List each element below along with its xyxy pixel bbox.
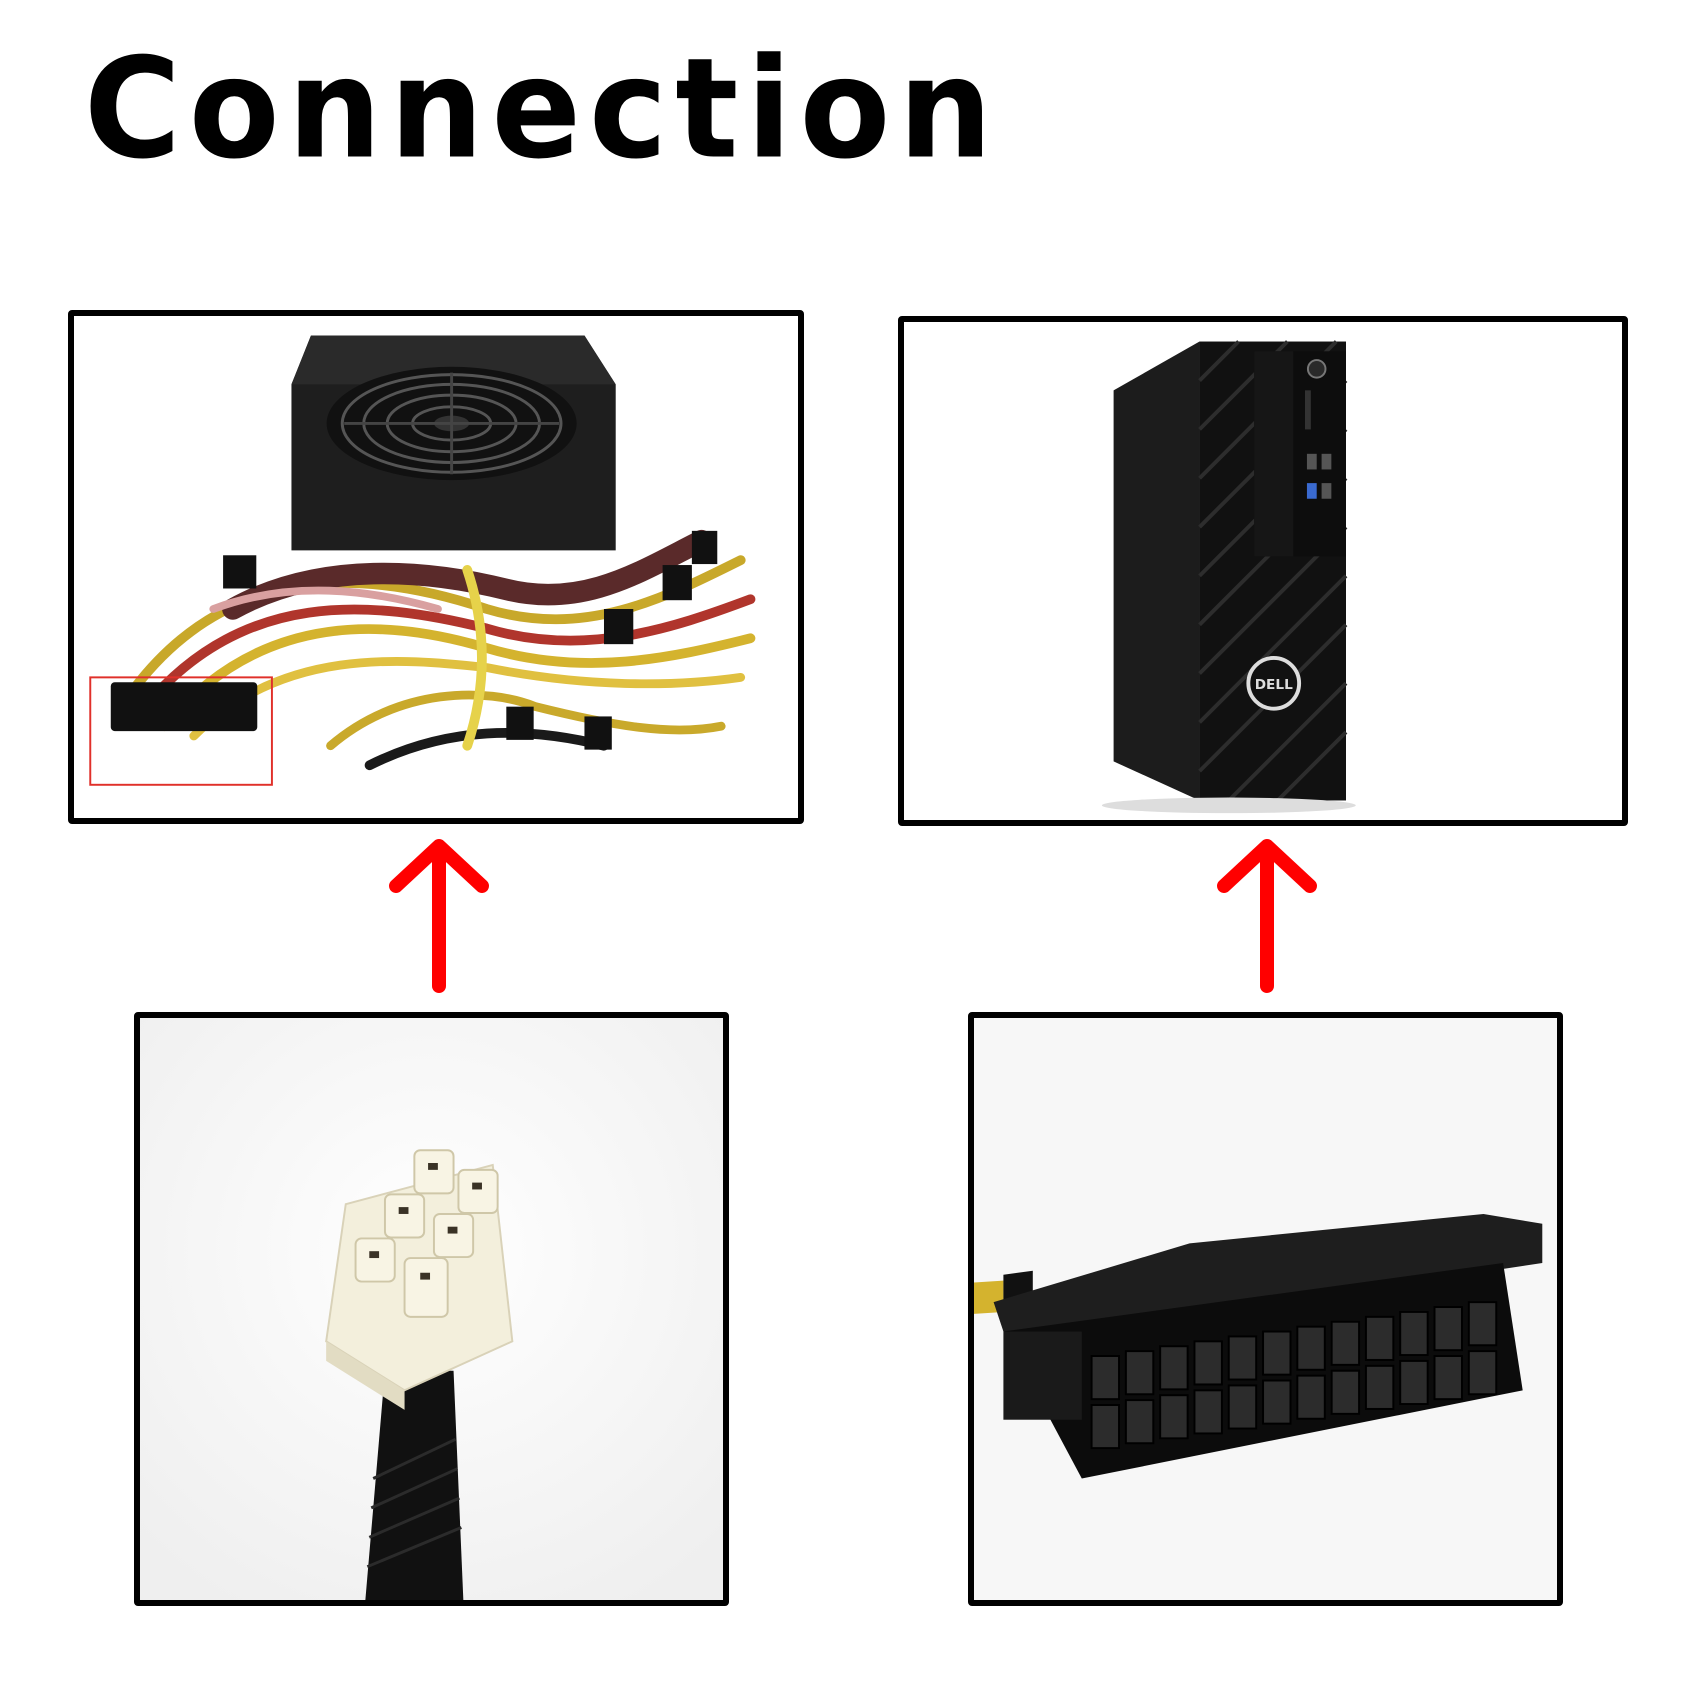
arrow-up-right-icon — [1217, 839, 1317, 993]
psu-image — [68, 310, 804, 824]
desktop-tower-icon: DELL — [906, 322, 1620, 820]
6-pin-connector-icon — [140, 1018, 723, 1600]
desktop-pc-image: DELL — [898, 316, 1628, 826]
highlight-box — [89, 676, 273, 786]
page-title: Connection — [84, 28, 1001, 191]
dell-logo: DELL — [1255, 677, 1293, 693]
power-supply-icon — [76, 316, 796, 818]
24-pin-connector-icon — [974, 1018, 1557, 1600]
6pin-connector-image — [134, 1012, 729, 1606]
arrow-up-left-icon — [389, 839, 489, 993]
24pin-connector-image — [968, 1012, 1563, 1606]
